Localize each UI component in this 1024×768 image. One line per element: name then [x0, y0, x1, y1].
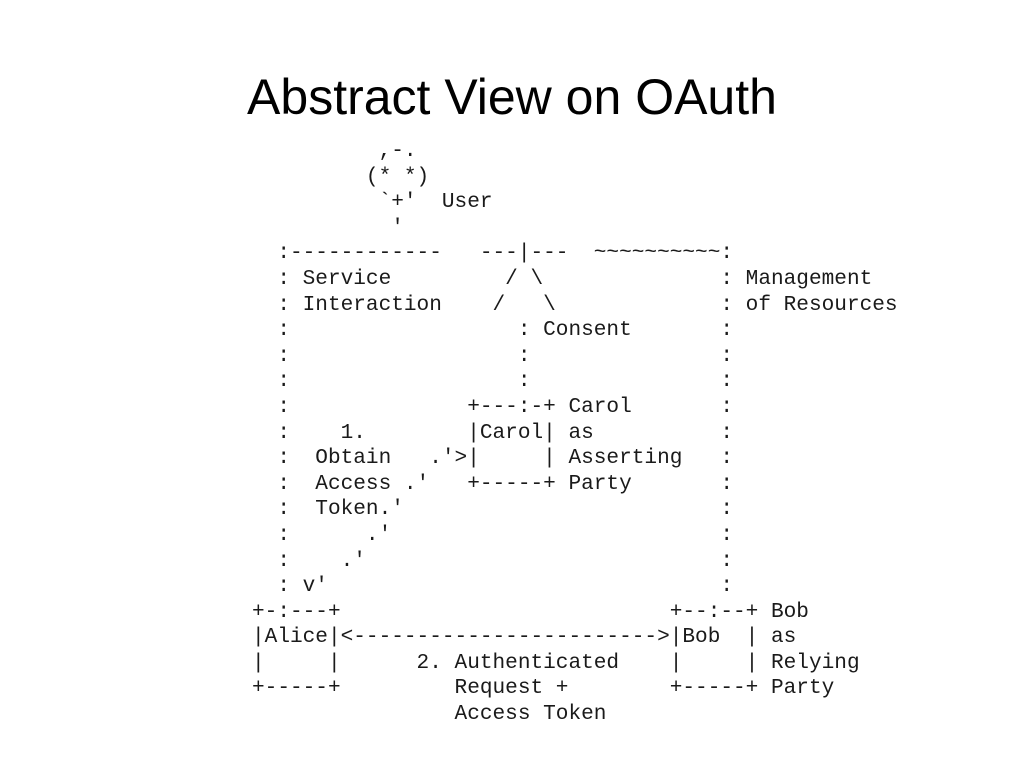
- diagram-line-authenticated-relying: | | 2. Authenticated | | Relying: [252, 650, 860, 675]
- diagram-line-spacer-1: : : :: [252, 343, 734, 368]
- diagram-line-arrow-head: : v' :: [252, 574, 734, 599]
- diagram-line-access-party: : Access .' +-----+ Party :: [252, 471, 734, 496]
- diagram-line-user-label: `+' User: [252, 190, 493, 215]
- diagram-line-alice-bob-connection: |Alice|<------------------------>|Bob | …: [252, 625, 797, 650]
- diagram-line-arrow-2: : .' :: [252, 548, 734, 573]
- diagram-line-alice-bob-box-top: +-:---+ +--:--+ Bob: [252, 599, 809, 624]
- diagram-line-token: : Token.' :: [252, 497, 734, 522]
- diagram-line-user-neck: ': [252, 215, 404, 240]
- diagram-line-request-party: +-----+ Request + +-----+ Party: [252, 676, 835, 701]
- diagram-line-service-management: : Service / \ : Management: [252, 266, 873, 291]
- diagram-line-interaction-resources: : Interaction / \ : of Resources: [252, 292, 898, 317]
- diagram-line-arrow-1: : .' :: [252, 522, 734, 547]
- diagram-line-user-head: ,-.: [252, 139, 417, 163]
- diagram-line-obtain-asserting: : Obtain .'>| | Asserting :: [252, 446, 734, 471]
- ascii-diagram: ,-. (* *) `+' User ' :------------ ---|-…: [252, 139, 898, 728]
- diagram-line-spacer-2: : : :: [252, 369, 734, 394]
- diagram-line-user-face: (* *): [252, 164, 430, 189]
- diagram-line-top-border: :------------ ---|--- ~~~~~~~~~~:: [252, 241, 734, 266]
- diagram-line-carol-box-name: : 1. |Carol| as :: [252, 420, 734, 445]
- slide-title: Abstract View on OAuth: [247, 69, 777, 125]
- diagram-line-carol-box-top: : +---:-+ Carol :: [252, 394, 734, 419]
- diagram-line-consent: : : Consent :: [252, 318, 734, 343]
- diagram-line-access-token: Access Token: [252, 702, 607, 727]
